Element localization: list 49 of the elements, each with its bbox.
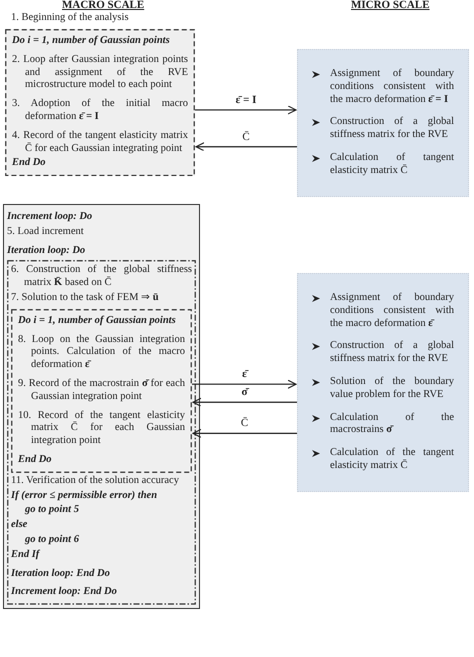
pseudo-code-line: Iteration loop: End Do xyxy=(11,568,111,580)
micro-scale-box xyxy=(297,49,469,197)
column-heading: MICRO SCALE xyxy=(351,0,430,12)
arrow xyxy=(192,428,297,438)
arrow xyxy=(192,398,297,407)
step-text: Calculation of the macrostrains σ̄ xyxy=(330,412,454,438)
pseudo-code-line: End Do xyxy=(12,157,47,170)
step-text: Calculation of tangent elasticity matrix C̄ xyxy=(330,152,454,178)
step-text: 11. Verification of the solution accuracy xyxy=(11,474,180,488)
pseudo-code-line: Increment loop: End Do xyxy=(11,586,118,600)
step-text: 9. Record of the macrostrain σ̄ for each Gaussian integration point xyxy=(18,378,185,404)
arrow xyxy=(192,380,297,389)
edge-label: C̄ xyxy=(238,417,250,430)
step-text: Solution of the boundary value problem for the RVE xyxy=(330,376,454,402)
step-text: 8. Loop on the Gaussian integration points. Calculation of the macro deformation ε̄ xyxy=(18,334,185,372)
pseudo-code-line: Do i = 1, number of Gaussian points xyxy=(12,35,171,48)
step-text: 3. Adoption of the initial macro deformation ε̄ = I xyxy=(12,98,188,124)
pseudo-code-line: End Do xyxy=(18,454,53,467)
step-text: 10. Record of the tangent elasticity matrix C̄ for each Gaussian integration point xyxy=(18,410,185,448)
step-text: 7. Solution to the task of FEM ⇒ ū xyxy=(11,292,160,305)
step-text: Construction of a global stiffness matrix for the RVE xyxy=(330,116,454,142)
arrow xyxy=(195,105,297,114)
loop-box xyxy=(5,29,195,176)
micro-scale-box xyxy=(297,273,469,492)
step-text: Calculation of the tangent elasticity matrix C̄ xyxy=(330,447,454,473)
step-text: 4. Record of the tangent elasticity matrix C̄ for each Gaussian integrating point xyxy=(12,130,188,156)
step-text: Construction of a global stiffness matrix for the RVE xyxy=(330,340,454,366)
pseudo-code-line: End If xyxy=(11,548,41,562)
increment-loop-box xyxy=(3,204,200,610)
edge-label: ε̄ xyxy=(240,368,249,380)
pseudo-code-line: else xyxy=(11,519,28,532)
edge-label: σ̄ xyxy=(240,386,250,398)
arrow xyxy=(195,142,297,152)
pseudo-code-line: Increment loop: Do xyxy=(7,211,94,224)
column-heading: MACRO SCALE xyxy=(62,0,144,12)
pseudo-code-line: go to point 6 xyxy=(25,534,80,547)
pseudo-code-line: Do i = 1, number of Gaussian points xyxy=(18,314,177,328)
step-text: 1. Beginning of the analysis xyxy=(11,12,129,25)
pseudo-code-line: If (error ≤ permissible error) then xyxy=(11,490,158,502)
edge-label: ε̄ = I xyxy=(234,94,258,106)
loop-box xyxy=(11,308,192,473)
step-text: Assignment of boundary conditions consistent with the macro deformation ε̄ = I xyxy=(330,68,454,106)
step-text: Assignment of boundary conditions consistent with the macro deformation ε̄ xyxy=(330,292,454,330)
pseudo-code-line: go to point 5 xyxy=(25,504,80,518)
pseudo-code-line: Iteration loop: Do xyxy=(7,244,86,258)
step-text: 5. Load increment xyxy=(7,226,85,239)
iteration-loop-box xyxy=(7,260,196,606)
edge-label: C̄ xyxy=(240,130,252,143)
step-text: 2. Loop after Gaussian integration points and assignment of the RVE microstructure model to each point xyxy=(12,54,188,92)
